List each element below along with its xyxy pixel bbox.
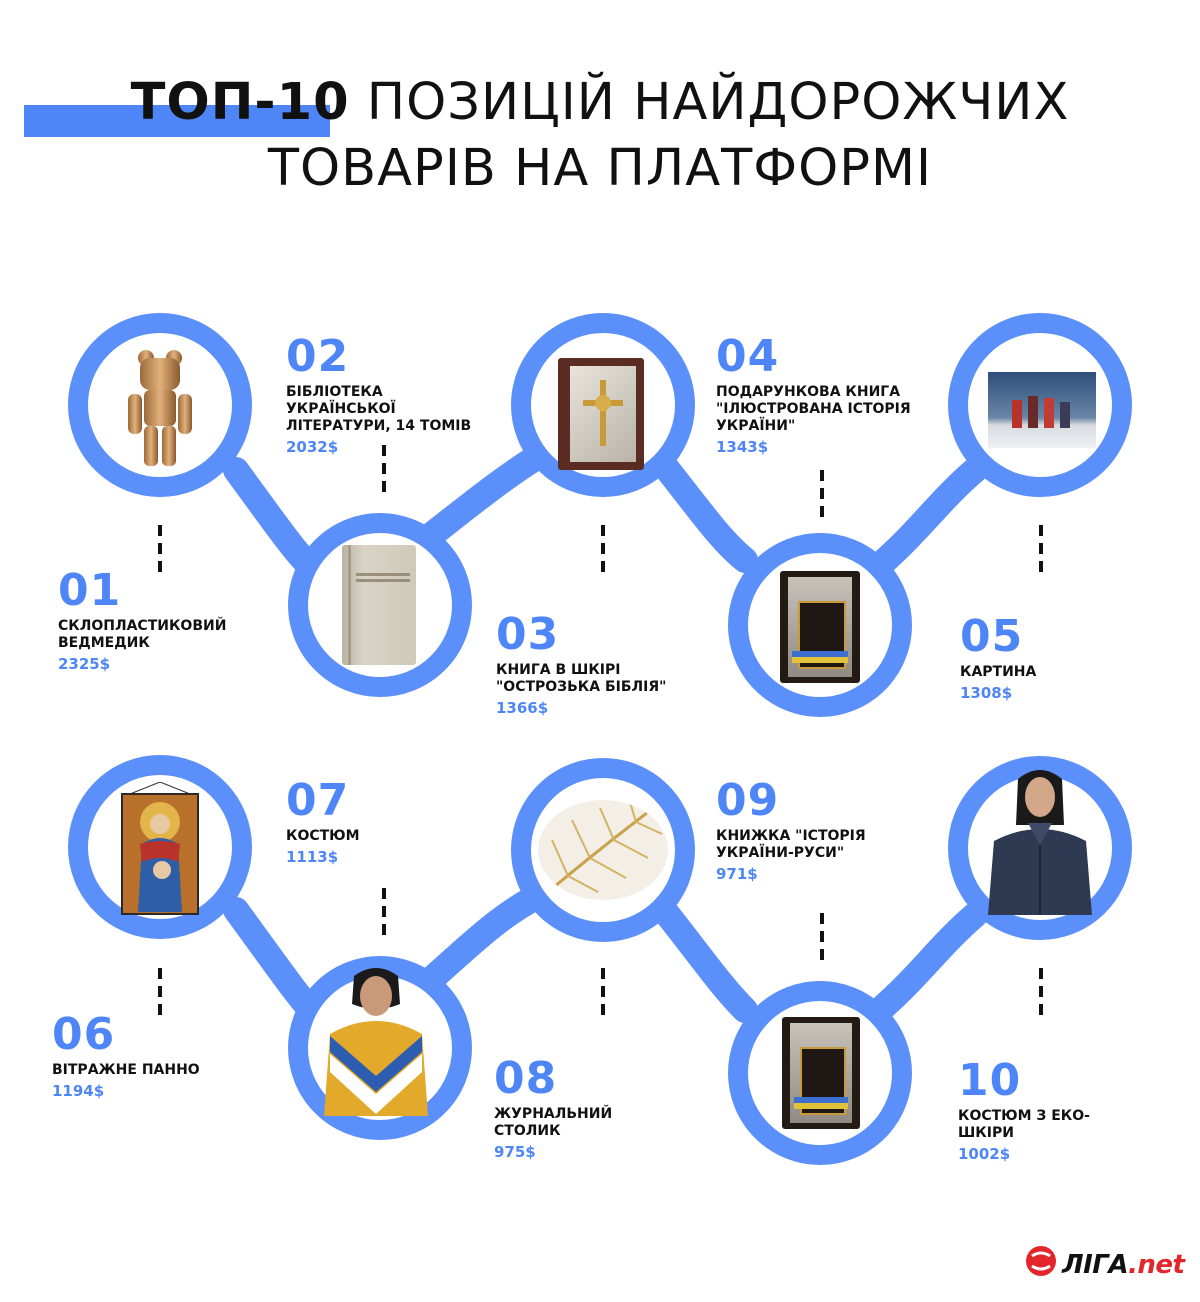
painting-icon bbox=[988, 372, 1096, 448]
liga-logo: ЛІГА.net bbox=[1020, 1238, 1190, 1288]
dashed-line bbox=[382, 888, 386, 938]
chain-connector bbox=[867, 902, 988, 1023]
item-name: БІБЛІОТЕКА УКРАЇНСЬКОЇ ЛІТЕРАТУРИ, 14 ТО… bbox=[286, 384, 472, 434]
item-name: КАРТИНА bbox=[960, 664, 1037, 680]
chain-connector bbox=[412, 882, 553, 998]
item-label-02: 02 БІБЛІОТЕКА УКРАЇНСЬКОЇ ЛІТЕРАТУРИ, 14… bbox=[286, 334, 496, 457]
item-label-04: 04 ПОДАРУНКОВА КНИГА "ІЛЮСТРОВАНА ІСТОРІ… bbox=[716, 334, 926, 457]
chain-connector bbox=[867, 457, 988, 578]
leather-suit-icon bbox=[988, 765, 1092, 915]
dashed-line bbox=[382, 445, 386, 495]
item-number: 06 bbox=[52, 1009, 116, 1060]
dashed-line bbox=[820, 913, 824, 963]
item-name: КОСТЮМ З ЕКО-ШКІРИ bbox=[958, 1108, 1090, 1141]
dashed-line bbox=[1039, 968, 1043, 1018]
item-price: 1113$ bbox=[286, 848, 339, 866]
item-number: 04 bbox=[716, 331, 780, 382]
title-bold: ТОП-10 bbox=[130, 73, 350, 132]
bible-book-icon bbox=[558, 358, 644, 470]
item-name: СКЛОПЛАСТИКОВИЙ ВЕДМЕДИК bbox=[58, 618, 227, 651]
page-title-line-2: ТОВАРІВ НА ПЛАТФОРМІ bbox=[267, 139, 933, 198]
tracksuit-icon bbox=[320, 964, 432, 1116]
dashed-line bbox=[1039, 525, 1043, 575]
item-price: 1002$ bbox=[958, 1145, 1011, 1163]
dashed-line bbox=[158, 525, 162, 575]
item-number: 07 bbox=[286, 775, 350, 826]
item-label-08: 08 ЖУРНАЛЬНИЙ СТОЛИК 975$ bbox=[494, 1056, 654, 1162]
bear-figure-icon bbox=[118, 348, 202, 470]
item-label-05: 05 КАРТИНА 1308$ bbox=[960, 614, 1160, 703]
liga-logo-icon bbox=[1026, 1246, 1056, 1276]
item-label-01: 01 СКЛОПЛАСТИКОВИЙ ВЕДМЕДИК 2325$ bbox=[58, 568, 248, 674]
item-number: 10 bbox=[958, 1055, 1022, 1106]
liga-logo-text: ЛІГА.net bbox=[1062, 1250, 1185, 1280]
history-book-icon bbox=[780, 571, 860, 683]
item-number: 03 bbox=[496, 609, 560, 660]
stained-glass-icon bbox=[120, 782, 200, 916]
chain-connector bbox=[647, 447, 758, 573]
item-label-10: 10 КОСТЮМ З ЕКО-ШКІРИ 1002$ bbox=[958, 1058, 1118, 1164]
item-price: 2032$ bbox=[286, 438, 339, 456]
item-price: 1366$ bbox=[496, 699, 549, 717]
title-rest: ПОЗИЦІЙ НАЙДОРОЖЧИХ bbox=[366, 73, 1070, 132]
item-price: 971$ bbox=[716, 865, 758, 883]
item-label-06: 06 ВІТРАЖНЕ ПАННО 1194$ bbox=[52, 1012, 252, 1101]
item-name: ВІТРАЖНЕ ПАННО bbox=[52, 1062, 200, 1078]
dashed-line bbox=[601, 525, 605, 575]
item-name: ПОДАРУНКОВА КНИГА "ІЛЮСТРОВАНА ІСТОРІЯ У… bbox=[716, 384, 911, 434]
logo-suffix: .net bbox=[1127, 1250, 1185, 1280]
item-price: 2325$ bbox=[58, 655, 111, 673]
item-label-09: 09 КНИЖКА "ІСТОРІЯ УКРАЇНИ-РУСИ" 971$ bbox=[716, 778, 916, 884]
history-book-icon bbox=[782, 1017, 860, 1129]
item-price: 1343$ bbox=[716, 438, 769, 456]
item-number: 09 bbox=[716, 775, 780, 826]
item-number: 08 bbox=[494, 1053, 558, 1104]
item-label-07: 07 КОСТЮМ 1113$ bbox=[286, 778, 486, 867]
item-name: КНИЖКА "ІСТОРІЯ УКРАЇНИ-РУСИ" bbox=[716, 828, 866, 861]
item-name: КНИГА В ШКІРІ "ОСТРОЗЬКА БІБЛІЯ" bbox=[496, 662, 667, 695]
dashed-line bbox=[820, 470, 824, 520]
item-price: 1194$ bbox=[52, 1082, 105, 1100]
logo-main: ЛІГА bbox=[1062, 1250, 1128, 1280]
chain-connector bbox=[647, 892, 758, 1023]
dashed-line bbox=[601, 968, 605, 1018]
item-number: 05 bbox=[960, 611, 1024, 662]
chain-connector bbox=[412, 442, 553, 553]
item-name: КОСТЮМ bbox=[286, 828, 360, 844]
item-number: 01 bbox=[58, 565, 122, 616]
title-accent-bar bbox=[24, 105, 330, 137]
item-price: 975$ bbox=[494, 1143, 536, 1161]
item-name: ЖУРНАЛЬНИЙ СТОЛИК bbox=[494, 1106, 613, 1139]
dashed-line bbox=[158, 968, 162, 1018]
item-price: 1308$ bbox=[960, 684, 1013, 702]
item-label-03: 03 КНИГА В ШКІРІ "ОСТРОЗЬКА БІБЛІЯ" 1366… bbox=[496, 612, 696, 718]
coffee-table-icon bbox=[538, 800, 668, 900]
book-icon bbox=[342, 545, 416, 665]
page-title-line-1: ТОП-10 ПОЗИЦІЙ НАЙДОРОЖЧИХ bbox=[0, 72, 1200, 134]
item-number: 02 bbox=[286, 331, 350, 382]
